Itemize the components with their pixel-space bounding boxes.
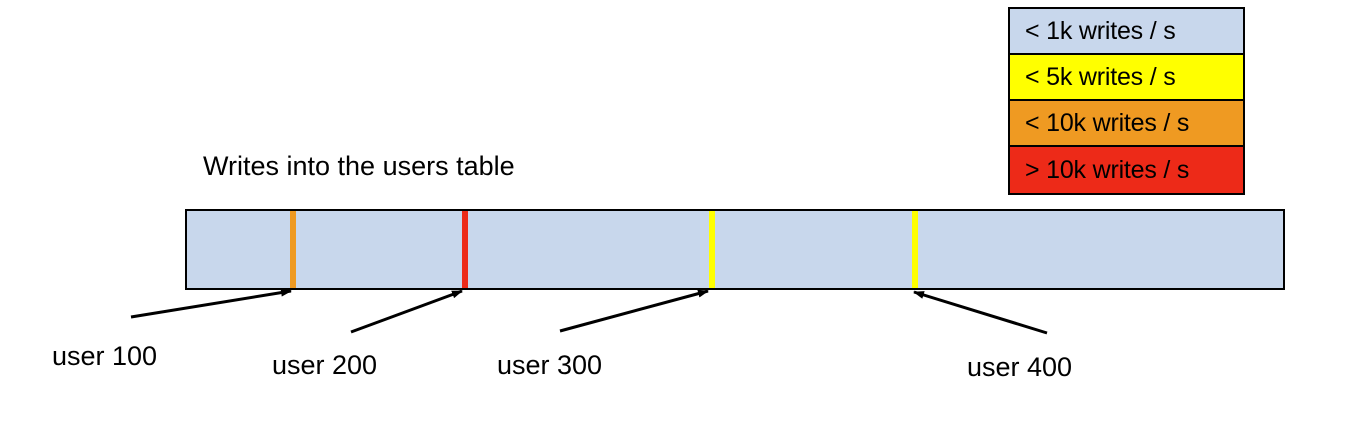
arrow-user-400 bbox=[913, 290, 1048, 335]
callout-user-200: user 200 bbox=[272, 350, 378, 380]
stripe-user-300 bbox=[709, 211, 715, 288]
stripe-user-200 bbox=[462, 211, 468, 288]
callout-user-300: user 300 bbox=[497, 350, 603, 380]
legend-row-lt-5k: < 5k writes / s bbox=[1010, 55, 1243, 101]
users-table-bar bbox=[185, 209, 1285, 290]
arrow-user-300 bbox=[559, 289, 709, 333]
arrow-user-200 bbox=[350, 289, 463, 334]
legend-label-lt-10k: < 10k writes / s bbox=[1025, 108, 1190, 137]
legend-row-gt-10k: > 10k writes / s bbox=[1010, 147, 1243, 193]
callout-user-100: user 100 bbox=[52, 341, 158, 371]
callout-user-400: user 400 bbox=[967, 352, 1073, 382]
stripe-user-400 bbox=[912, 211, 918, 288]
legend-label-gt-10k: > 10k writes / s bbox=[1025, 155, 1190, 184]
write-rate-legend: < 1k writes / s < 5k writes / s < 10k wr… bbox=[1008, 7, 1245, 195]
legend-row-lt-1k: < 1k writes / s bbox=[1010, 9, 1243, 55]
stripe-user-100 bbox=[290, 211, 296, 288]
legend-label-lt-1k: < 1k writes / s bbox=[1025, 16, 1176, 45]
arrow-user-100 bbox=[130, 288, 292, 319]
chart-title: Writes into the users table bbox=[203, 151, 515, 181]
legend-label-lt-5k: < 5k writes / s bbox=[1025, 62, 1176, 91]
legend-row-lt-10k: < 10k writes / s bbox=[1010, 101, 1243, 147]
